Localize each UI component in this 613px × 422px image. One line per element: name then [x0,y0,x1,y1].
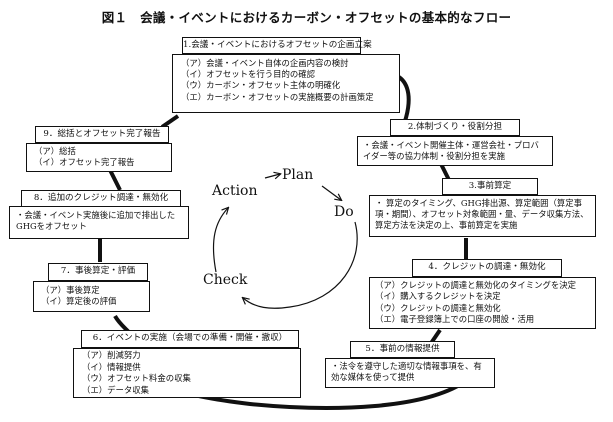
step-9-item: （ア）総括 [34,146,76,156]
step-6-item: （イ）情報提供 [82,361,141,372]
step-9-body: （ア）総括 （イ）オフセット完了報告 [26,143,172,172]
step-8-body: ・会議・イベント実施後に追加で排出したGHGをオフセット [9,206,189,239]
pdca-arc-do-check [243,221,358,309]
step-5-header: 5．事前の情報提供 [350,341,455,358]
step-2-body: ・会議・イベント開催主体・運営会社・プロバイダー等の協力体制・役割分担を実施 [357,136,553,166]
flow-loop-8-9 [108,169,122,191]
step-3-header: 3.事前算定 [442,178,538,195]
step-7-header: 7．事後算定・評価 [48,263,148,281]
step-6-body: （ア）削減努力 （イ）情報提供 （ウ）オフセット料金の収集 （エ）データ収集 [73,348,301,398]
step-4-item: （ア）クレジットの調達と無効化のタイミングを決定 [375,280,576,290]
step-5-body: ・法令を遵守した適切な情報事項を、有効な媒体を使って提供 [325,358,495,388]
figure-title: 図１ 会議・イベントにおけるカーボン・オフセットの基本的なフロー [101,10,512,25]
pdca-arc-action-plan [264,174,280,178]
step-1-item: （ア）会議・イベント自体の企画内容の検討 [181,58,349,68]
pdca-plan-label: Plan [282,167,314,183]
step-6-header: 6．イベントの実施（会場での準備・開催・撤収） [81,330,299,348]
step-6-item: （ア）削減努力 [82,350,141,360]
step-7-item: （ア）事後算定 [41,285,100,295]
pdca-action-label: Action [212,183,258,199]
step-6-header-text: 6．イベントの実施（会場での準備・開催・撤収） [92,333,288,343]
step-4-item: （ウ）クレジットの調達と無効化 [375,302,501,313]
step-5-item: ・法令を遵守した適切な情報事項を、有効な媒体を使って提供 [331,361,482,383]
step-1-header: 1.会議・イベントにおけるオフセットの企画立案 [182,37,372,54]
pdca-arc-plan-do [321,185,341,200]
step-9-header: 9．総括とオフセット完了報告 [35,126,169,143]
step-1-header-text: 1.会議・イベントにおけるオフセットの企画立案 [183,40,372,50]
step-1-item: （ウ）カーボン・オフセット主体の明確化 [181,80,341,91]
step-3-item: ・ 算定のタイミング、GHG排出源、算定範囲（算定事項・期間）、オフセット対象範… [375,198,589,231]
step-6-item: （エ）データ収集 [82,384,149,395]
flow-loop-9-1 [160,114,180,129]
step-8-item: ・会議・イベント実施後に追加で排出したGHGをオフセット [16,210,176,232]
step-7-header-text: 7．事後算定・評価 [60,266,136,276]
step-4-body: （ア）クレジットの調達と無効化のタイミングを決定 （イ）購入するクレジットを決定… [369,277,596,329]
step-4-item: （イ）購入するクレジットを決定 [375,291,501,302]
step-4-item: （エ）電子登録簿上での口座の開設・活用 [375,314,535,325]
step-8-header-text: 8．追加のクレジット調達・無効化 [33,193,169,203]
step-1-body: （ア）会議・イベント自体の企画内容の検討 （イ）オフセットを行う目的の確認 （ウ… [172,54,400,113]
pdca-do-label: Do [334,204,354,220]
pdca-arc-check-action [212,208,228,273]
step-2-header: 2.体制づくり・役割分担 [390,119,520,136]
step-6-item: （ウ）オフセット料金の収集 [82,373,191,384]
step-4-header: 4．クレジットの調達・無効化 [412,259,562,277]
step-4-header-text: 4．クレジットの調達・無効化 [428,262,546,272]
step-2-item: ・会議・イベント開催主体・運営会社・プロバイダー等の協力体制・役割分担を実施 [363,140,539,162]
step-1-item: （エ）カーボン・オフセットの実施概要の計画策定 [181,91,374,102]
pdca-check-label: Check [203,272,248,288]
step-9-item: （イ）オフセット完了報告 [34,157,135,168]
step-3-body: ・ 算定のタイミング、GHG排出源、算定範囲（算定事項・期間）、オフセット対象範… [369,195,596,237]
step-3-header-text: 3.事前算定 [468,181,512,191]
step-1-item: （イ）オフセットを行う目的の確認 [181,69,315,80]
step-9-header-text: 9．総括とオフセット完了報告 [43,129,161,139]
step-7-body: （ア）事後算定 （イ）算定後の評価 [33,281,150,312]
step-5-header-text: 5．事前の情報提供 [365,344,440,354]
step-7-item: （イ）算定後の評価 [41,296,117,307]
step-2-header-text: 2.体制づくり・役割分担 [407,122,503,132]
